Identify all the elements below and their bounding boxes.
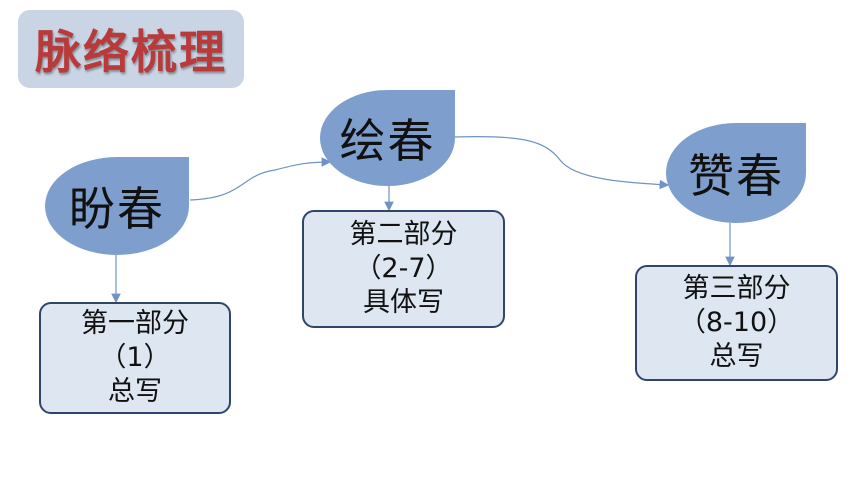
part-range-3: （8-10） <box>678 307 795 338</box>
part-box-3: 第三部分 （8-10） 总写 <box>635 265 838 381</box>
part-box-1: 第一部分 （1） 总写 <box>39 302 231 414</box>
part-name-1: 第一部分 <box>81 308 189 339</box>
title-banner: 脉络梳理 <box>18 10 244 88</box>
part-desc-2: 具体写 <box>363 287 444 318</box>
connector-1-to-2 <box>189 157 332 201</box>
part-desc-1: 总写 <box>108 376 162 407</box>
part-range-2: （2-7） <box>354 253 453 284</box>
drop-label-1: 盼春 <box>69 182 165 236</box>
drop-node-2: 绘春 <box>320 90 455 186</box>
part-box-2: 第二部分 （2-7） 具体写 <box>302 210 505 328</box>
part-range-1: （1） <box>99 342 171 373</box>
page-title: 脉络梳理 <box>35 25 227 79</box>
part-name-2: 第二部分 <box>349 219 458 250</box>
connector-2-to-3 <box>454 136 670 190</box>
drop-node-3: 赞春 <box>666 123 806 223</box>
part-name-3: 第三部分 <box>682 273 791 304</box>
drop-label-3: 赞春 <box>688 149 784 203</box>
drop-label-2: 绘春 <box>339 114 436 168</box>
drop-node-1: 盼春 <box>45 157 189 255</box>
part-desc-3: 总写 <box>709 341 764 372</box>
